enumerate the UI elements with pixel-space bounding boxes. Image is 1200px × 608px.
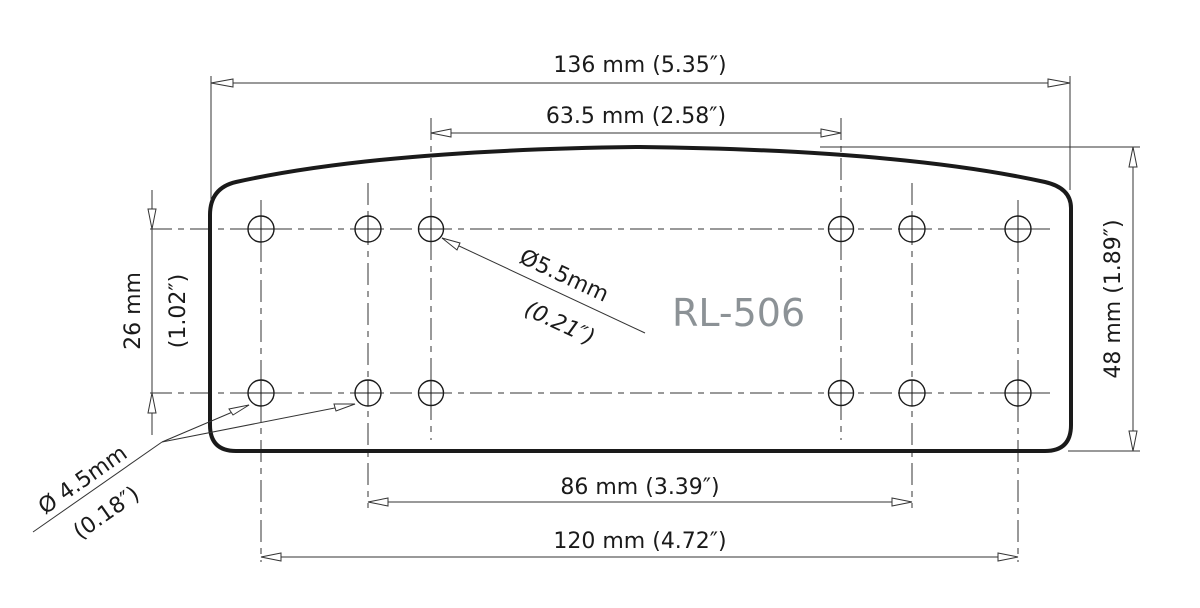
hole-bottom-6 [1004, 379, 1032, 407]
row-spacing-mm-label: 26 mm [121, 272, 146, 350]
dimension-row-spacing: 26 mm (1.02″) [121, 190, 191, 435]
row-spacing-in-label: (1.02″) [166, 274, 191, 348]
dimension-overall-width: 136 mm (5.35″) [210, 53, 1071, 200]
model-label: RL-506 [672, 291, 805, 335]
hole-bottom-3 [417, 379, 445, 407]
overall-height-label: 48 mm (1.89″) [1101, 219, 1126, 378]
dimension-outer-bottom-spacing: 120 mm (4.72″) [260, 529, 1019, 562]
hole-top-3 [417, 215, 445, 243]
hole-bottom-1 [247, 379, 275, 407]
hole-top-4 [827, 215, 855, 243]
large-hole-diameter-in: (0.21″) [520, 297, 598, 351]
dimension-inner-bottom-spacing: 86 mm (3.39″) [367, 475, 913, 507]
hole-top-2 [354, 215, 382, 243]
dimension-inner-top-spacing: 63.5 mm (2.58″) [430, 104, 842, 138]
hole-bottom-2 [354, 379, 382, 407]
overall-width-label: 136 mm (5.35″) [553, 53, 726, 78]
callout-small-hole: Ø 4.5mm (0.18″) [32, 403, 356, 545]
plate-outline [208, 145, 1073, 453]
outer-bottom-spacing-label: 120 mm (4.72″) [553, 529, 726, 554]
hole-top-1 [247, 215, 275, 243]
hole-top-5 [898, 215, 926, 243]
dimension-overall-height: 48 mm (1.89″) [820, 146, 1140, 452]
hole-top-6 [1004, 215, 1032, 243]
hole-bottom-4 [827, 379, 855, 407]
hole-bottom-5 [898, 379, 926, 407]
callout-large-hole: Ø5.5mm (0.21″) [441, 237, 646, 351]
inner-bottom-spacing-label: 86 mm (3.39″) [560, 475, 719, 500]
mounting-holes [247, 215, 1032, 407]
inner-top-spacing-label: 63.5 mm (2.58″) [546, 104, 726, 129]
